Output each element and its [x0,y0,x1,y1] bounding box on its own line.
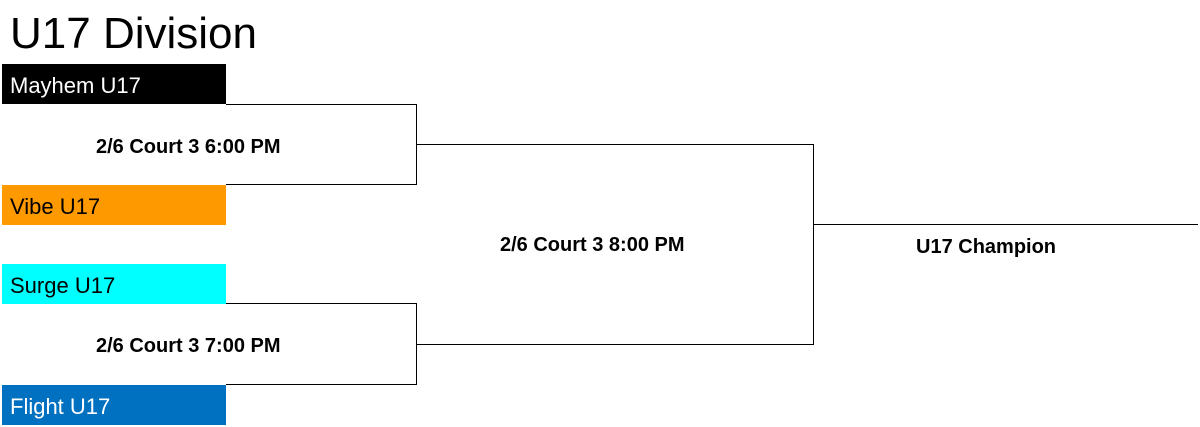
game-label-semifinal-2: 2/6 Court 3 7:00 PM [96,335,281,357]
bracket-line [416,344,814,345]
bracket-line [416,144,814,145]
bracket-line [813,144,814,345]
team-flight: Flight U17 [2,385,226,425]
game-label-semifinal-1: 2/6 Court 3 6:00 PM [96,136,281,158]
game-label-final: 2/6 Court 3 8:00 PM [500,234,685,256]
bracket-line [226,184,417,185]
bracket-line [813,224,1198,225]
champion-label: U17 Champion [916,236,1057,258]
division-title: U17 Division [10,9,257,58]
bracket-line [226,104,417,105]
bracket-line [226,384,417,385]
team-surge: Surge U17 [2,264,226,304]
bracket-line [226,303,417,304]
team-mayhem: Mayhem U17 [2,64,226,104]
team-vibe: Vibe U17 [2,185,226,225]
